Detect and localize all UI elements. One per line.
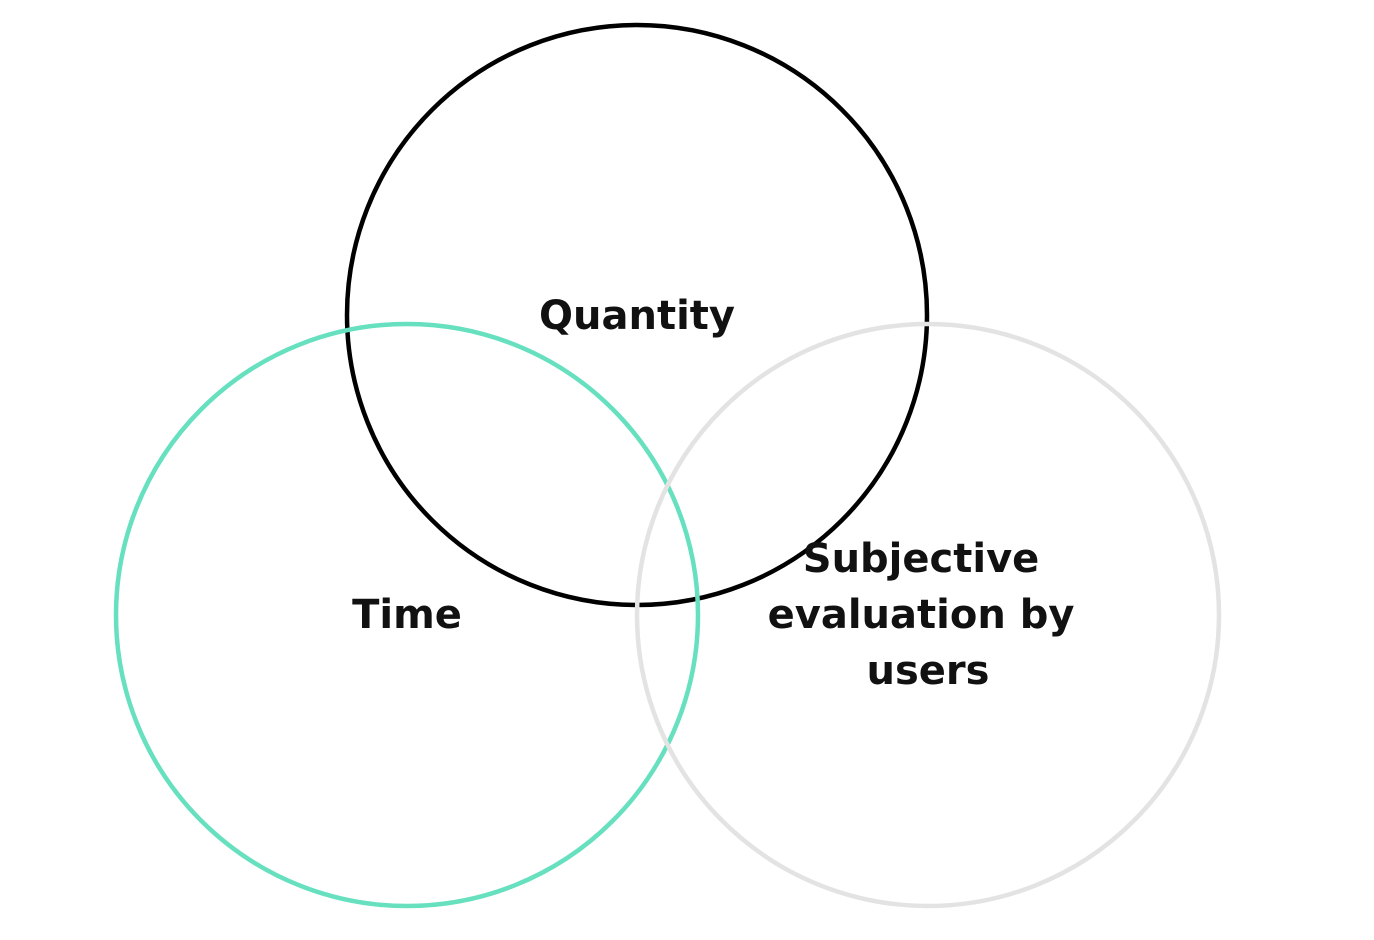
subjective-label-line-3: users <box>867 648 990 694</box>
time-label: Time <box>352 592 462 638</box>
time-circle <box>113 321 701 909</box>
time-label-line-1: Time <box>352 592 462 638</box>
subjective-label: Subjective evaluation by users <box>768 536 1089 694</box>
subjective-label-line-1: Subjective <box>803 536 1040 582</box>
subjective-label-line-2: evaluation by <box>768 592 1075 638</box>
subjective-circle <box>634 321 1222 909</box>
quantity-label: Quantity <box>539 293 735 339</box>
quantity-label-line-1: Quantity <box>539 293 735 339</box>
